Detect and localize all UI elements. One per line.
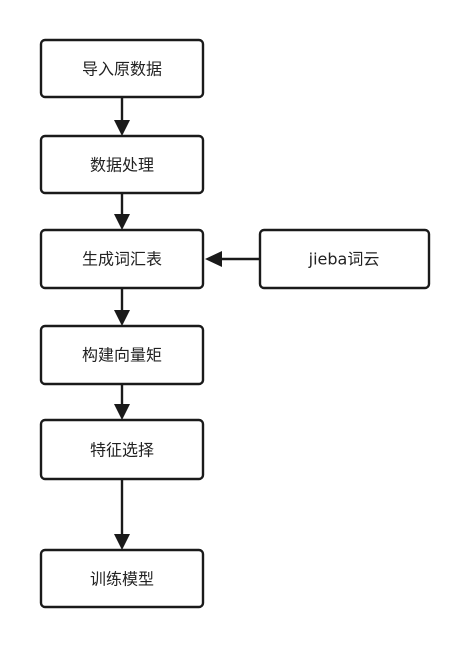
arrowhead-feature <box>114 404 130 420</box>
node-import-data-label: 导入原数据 <box>82 60 162 79</box>
node-feature-selection-label: 特征选择 <box>90 441 154 460</box>
arrowhead-process <box>114 120 130 136</box>
node-generate-vocab-label: 生成词汇表 <box>82 250 162 269</box>
arrowhead-vector <box>114 310 130 326</box>
node-build-vector-matrix-label: 构建向量矩 <box>82 346 162 365</box>
node-feature-selection: 特征选择 <box>39 418 205 481</box>
arrowhead-train <box>114 534 130 550</box>
arrowhead-vocab <box>114 214 130 230</box>
node-import-data: 导入原数据 <box>39 38 205 99</box>
node-jieba-wordcloud: jieba词云 <box>258 228 431 290</box>
node-generate-vocab: 生成词汇表 <box>39 228 205 290</box>
node-data-processing-label: 数据处理 <box>90 156 154 175</box>
node-build-vector-matrix: 构建向量矩 <box>39 324 205 386</box>
node-jieba-wordcloud-label: jieba词云 <box>308 250 380 269</box>
arrowhead-vocab-side <box>205 251 222 267</box>
node-train-model: 训练模型 <box>39 548 205 609</box>
edges <box>114 97 260 550</box>
node-train-model-label: 训练模型 <box>90 570 154 589</box>
node-data-processing: 数据处理 <box>39 134 205 195</box>
